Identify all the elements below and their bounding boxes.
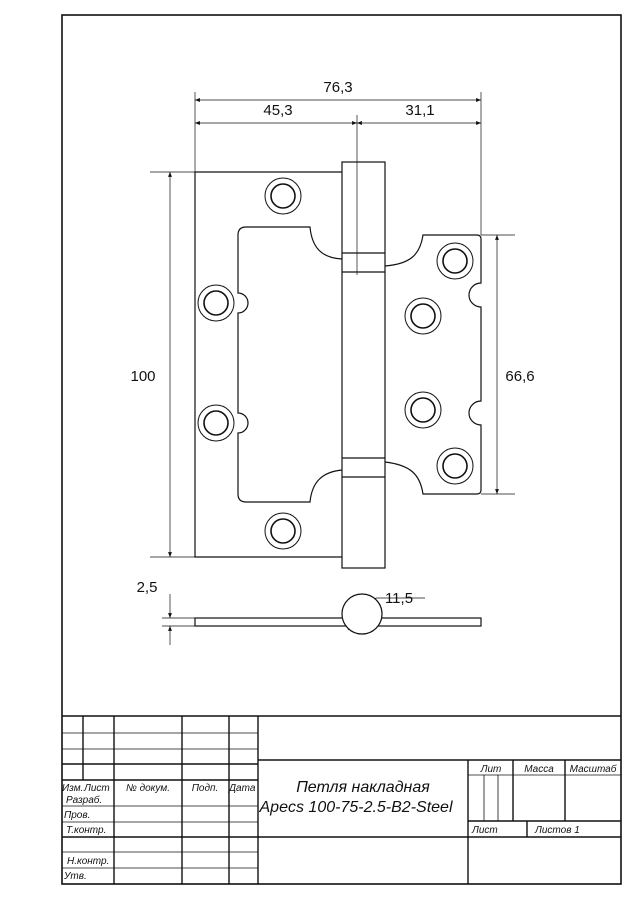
left-leaf-cutout: [237, 226, 343, 503]
role-norm-control: Н.контр.: [67, 856, 109, 867]
dim-thickness: 2,5: [137, 579, 158, 596]
header-sign: Подп.: [192, 783, 219, 794]
header-date: Дата: [228, 783, 256, 794]
dimension-labels: 76,3 45,3 31,1 100 66,6 2,5 11,5: [130, 79, 534, 607]
role-approved: Утв.: [63, 871, 87, 882]
dim-height: 100: [130, 368, 155, 385]
dim-knuckle-diameter: 11,5: [385, 590, 413, 607]
role-developed: Разраб.: [66, 794, 102, 806]
dimension-lines: [150, 92, 515, 645]
role-tech-control: Т.контр.: [66, 825, 106, 836]
scale-label: Масштаб: [570, 763, 617, 775]
header-list: Лист: [83, 783, 110, 794]
title-block: [62, 715, 621, 884]
sheet-label: Лист: [471, 825, 498, 836]
dim-left-leaf-width: 45,3: [263, 102, 292, 119]
lit-label: Лит: [480, 764, 502, 775]
right-leaf: [384, 234, 482, 495]
screw-holes: [197, 177, 474, 550]
left-leaf: [194, 171, 342, 558]
sheets-count: Листов 1: [534, 825, 580, 836]
role-checked: Пров.: [64, 810, 90, 821]
hinge-side-view: [194, 593, 482, 635]
hinge-knuckle: [341, 161, 386, 569]
mass-label: Масса: [524, 764, 554, 775]
header-izm: Изм.: [62, 783, 83, 794]
drawing-frame: [61, 14, 622, 885]
drawing-part-number: Apecs 100-75-2.5-B2-Steel: [259, 799, 453, 816]
dim-overall-width: 76,3: [323, 79, 352, 96]
hinge-front-view: [194, 161, 482, 569]
title-block-text: Изм. Лист № докум. Подп. Дата Разраб. Пр…: [62, 763, 617, 882]
header-doc-no: № докум.: [126, 783, 170, 794]
dim-right-leaf-height: 66,6: [505, 368, 534, 385]
dim-right-leaf-width: 31,1: [405, 102, 434, 119]
drawing-title: Петля накладная: [296, 779, 430, 796]
